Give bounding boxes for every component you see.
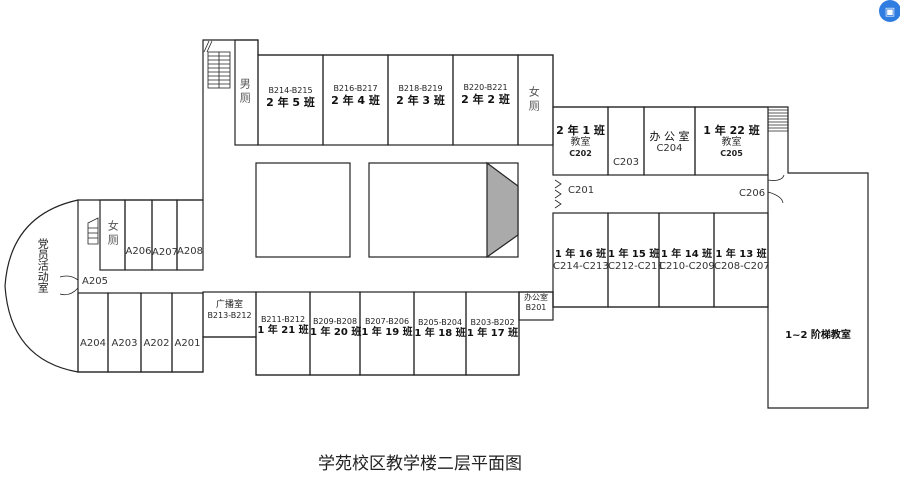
east-stairs-icon bbox=[768, 109, 788, 132]
stairs-icon bbox=[203, 40, 231, 89]
east-wing-walls bbox=[552, 106, 769, 308]
room-a204[interactable]: A204 bbox=[80, 338, 106, 349]
room-c203[interactable]: C203 bbox=[612, 157, 640, 168]
room-a207[interactable]: A207 bbox=[152, 247, 178, 258]
mens-toilet-label: 男厕 bbox=[238, 78, 252, 106]
lecture-hall[interactable]: 1~2 阶梯教室 bbox=[785, 330, 851, 341]
west-womens-toilet: 女厕 bbox=[106, 220, 120, 248]
door-swing-c206 bbox=[767, 174, 785, 204]
entrance-c201[interactable]: C201 bbox=[568, 185, 595, 196]
west-wing-walls bbox=[4, 199, 204, 373]
plan-title: 学苑校区教学楼二层平面图 bbox=[318, 454, 522, 474]
entrance-arrows-icon bbox=[554, 179, 562, 209]
ramp-shape bbox=[486, 161, 519, 259]
door-swing-a205 bbox=[59, 275, 79, 296]
door-c206[interactable]: C206 bbox=[739, 188, 766, 199]
room-a202[interactable]: A202 bbox=[143, 338, 170, 349]
room-a206[interactable]: A206 bbox=[125, 246, 152, 257]
courtyard-left bbox=[255, 162, 351, 258]
west-stairs-icon bbox=[87, 217, 99, 245]
room-a203[interactable]: A203 bbox=[111, 338, 138, 349]
north-wing-walls bbox=[234, 39, 554, 146]
room-a201[interactable]: A201 bbox=[174, 338, 201, 349]
screenshot-icon[interactable]: ▣ bbox=[879, 0, 900, 22]
door-a205[interactable]: A205 bbox=[82, 276, 108, 287]
party-activity-room[interactable]: 党员活动室 bbox=[36, 238, 50, 293]
womens-toilet-label: 女厕 bbox=[527, 86, 541, 114]
room-a208[interactable]: A208 bbox=[177, 246, 203, 257]
